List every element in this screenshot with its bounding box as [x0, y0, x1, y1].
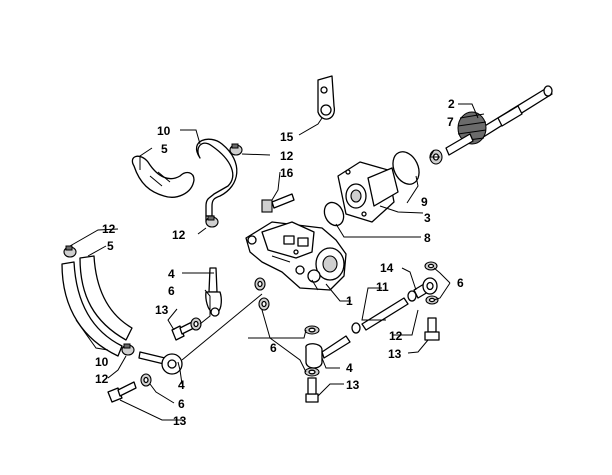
pump-housing: [337, 161, 399, 223]
mounting-clip: [317, 75, 335, 120]
callout-10-b: 10: [95, 355, 109, 369]
washers-6-centre: [254, 277, 270, 311]
callout-4-b: 4: [178, 378, 185, 392]
banjo-fitting-centre: [304, 322, 361, 403]
callout-16: 16: [280, 166, 294, 180]
callout-1: 1: [346, 294, 353, 308]
banjo-fitting-upper: [205, 267, 222, 317]
hoses-upper: [131, 138, 238, 223]
callout-10-a: 10: [157, 124, 171, 138]
callout-3: 3: [424, 211, 431, 225]
callout-12-e: 12: [389, 329, 403, 343]
callout-15: 15: [280, 130, 294, 144]
washer-6-upper: [190, 317, 202, 331]
hose-clamp-12-c: [63, 245, 77, 258]
callout-8: 8: [424, 231, 431, 245]
callout-13-a: 13: [155, 303, 169, 317]
hose-clamp-12-b: [205, 215, 219, 228]
leader-lines: [69, 103, 479, 421]
callout-12-c: 12: [102, 222, 116, 236]
callout-12-b: 12: [172, 228, 186, 242]
callout-6-a: 6: [168, 284, 175, 298]
hose-clamp-12-a: [229, 143, 243, 156]
callout-2: 2: [448, 97, 455, 111]
washer-6-lower-left: [140, 373, 152, 387]
callout-7: 7: [447, 115, 454, 129]
callout-5-b: 5: [107, 239, 114, 253]
callout-14: 14: [380, 261, 394, 275]
o-ring-small: [323, 201, 345, 227]
callout-6-b: 6: [178, 397, 185, 411]
oil-pump-body: [245, 221, 347, 291]
tube-11: [361, 297, 409, 331]
callout-13-d: 13: [388, 347, 402, 361]
bolt-16: [261, 193, 295, 213]
callout-12-d: 12: [95, 372, 109, 386]
banjo-fitting-lower: [138, 293, 263, 375]
callout-11: 11: [376, 280, 389, 294]
callout-6-d: 6: [457, 276, 464, 290]
o-ring-large: [392, 151, 420, 185]
callout-13-b: 13: [173, 414, 187, 428]
callout-labels: 1 2 7 3 9 8 15 12 16 10 5 12 12 5 4 6 13…: [95, 97, 464, 428]
callout-9: 9: [421, 195, 428, 209]
drive-shaft-assembly: [445, 85, 553, 156]
callout-6-c: 6: [270, 341, 277, 355]
callout-4-c: 4: [346, 361, 353, 375]
hoses-left: [61, 255, 133, 357]
callout-4-a: 4: [168, 267, 175, 281]
callout-13-c: 13: [346, 378, 360, 392]
hose-clamp-12-d: [121, 343, 135, 356]
callout-12-a: 12: [280, 149, 294, 163]
banjo-fitting-right: [407, 261, 440, 341]
callout-5-a: 5: [161, 142, 168, 156]
bolt-13-lower-left: [107, 381, 137, 403]
